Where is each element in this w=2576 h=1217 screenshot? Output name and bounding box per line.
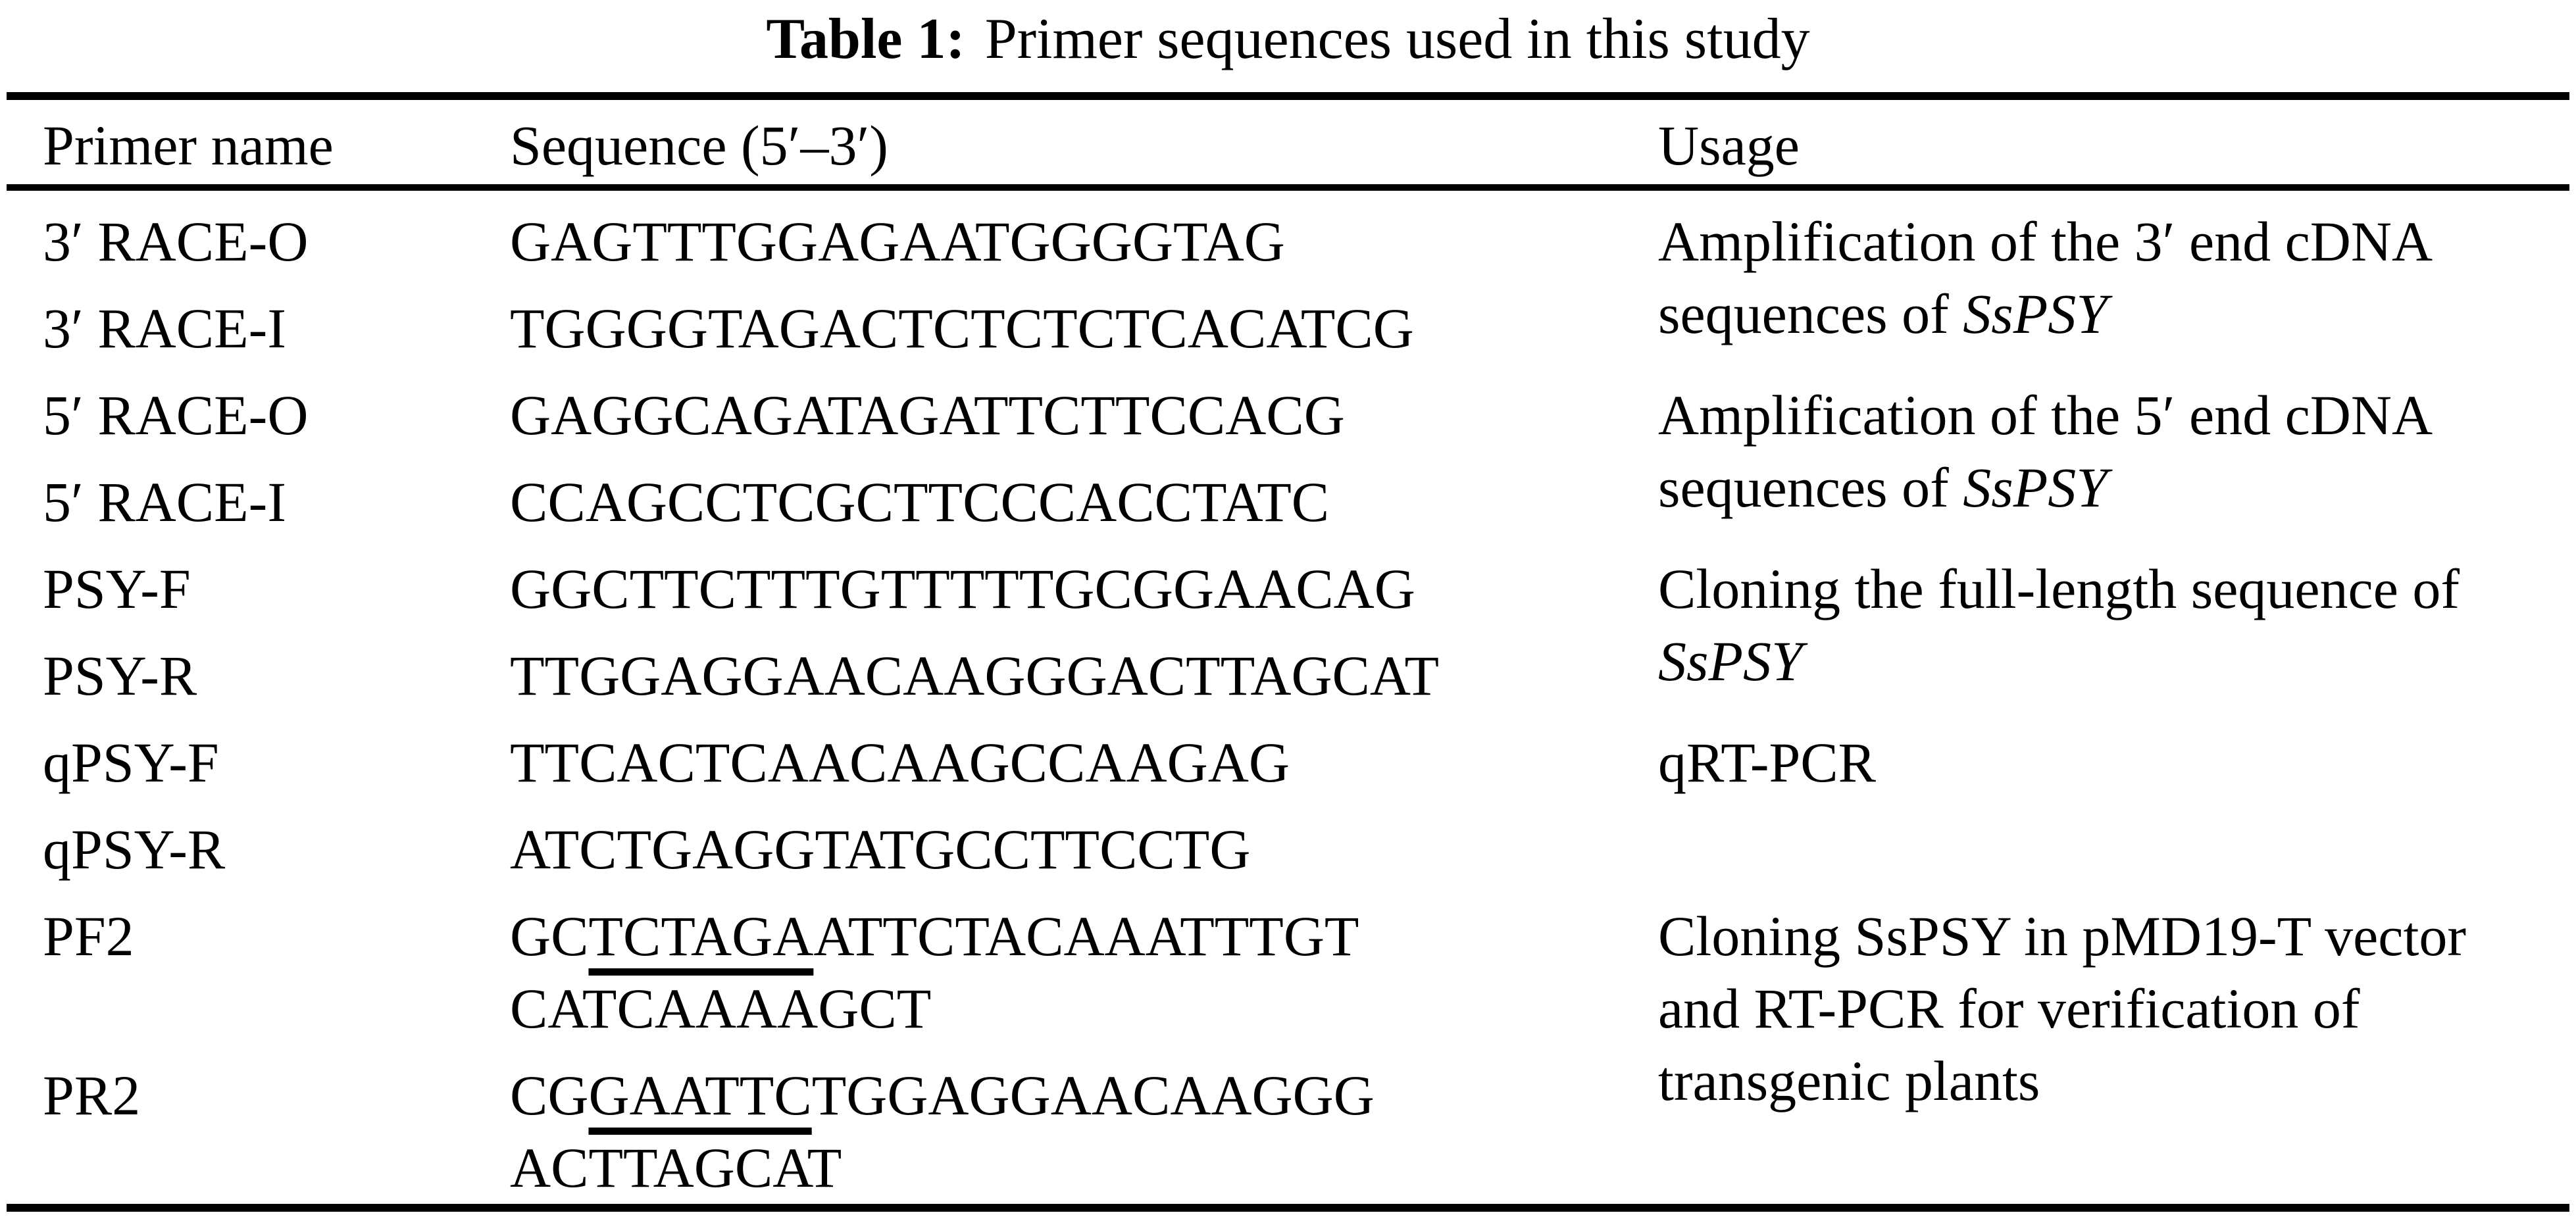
primer-name-cell: PF2 (43, 905, 134, 968)
column-header-primer-name: Primer name (7, 96, 510, 191)
sequence-line: ACTTAGCAT (510, 1136, 842, 1199)
column-header-usage: Usage (1658, 96, 2569, 191)
table-row: 5′ RACE-I CCAGCCTCGCTTCCCACCTATC (7, 451, 2569, 538)
sequence-cell: GCTCTAGAATTCTACAAATTTGT CATCAAAAGCT (510, 885, 1658, 1045)
table-row: 3′ RACE-I TGGGGTAGACTCTCTCTCACATCG (7, 278, 2569, 364)
usage-line: SsPSY (1658, 625, 2569, 697)
usage-line: Cloning the full-length sequence of (1658, 557, 2460, 620)
usage-cell: Cloning SsPSY in pMD19-T vector and RT-P… (1658, 885, 2569, 1208)
primer-name-cell: PR2 (43, 1064, 141, 1127)
primer-name-cell: 3′ RACE-I (43, 297, 286, 360)
usage-cell: Amplification of the 5′ end cDNA sequenc… (1658, 364, 2569, 538)
primer-name-cell: qPSY-R (43, 818, 226, 881)
gene-name-italic: SsPSY (1963, 282, 2108, 345)
table-row: 3′ RACE-O GAGTTTGGAGAATGGGGTAG Amplifica… (7, 187, 2569, 345)
sequence-cell: TGGGGTAGACTCTCTCTCACATCG (510, 297, 1414, 360)
primer-name-cell: 3′ RACE-O (43, 210, 309, 273)
table-row: qPSY-F TTCACTCAACAAGCCAAGAG qRT-PCR (7, 712, 2569, 799)
usage-line: sequences of SsPSY (1658, 456, 2108, 519)
sequence-line: CGGAATTCTGGAGGAACAAGGG (510, 1064, 1375, 1127)
sequence-cell: CCAGCCTCGCTTCCCACCTATC (510, 470, 1330, 534)
usage-cell: Amplification of the 3′ end cDNA sequenc… (1658, 187, 2569, 364)
gene-name-italic: SsPSY (1658, 630, 1803, 693)
primer-name-cell: PSY-R (43, 644, 197, 707)
primer-table: Primer name Sequence (5′–3′) Usage 3′ RA… (7, 92, 2569, 1212)
table-row: PR2 CGGAATTCTGGAGGAACAAGGG ACTTAGCAT (7, 1045, 2569, 1208)
primer-name-cell: 5′ RACE-I (43, 470, 286, 534)
table-caption-label: Table 1: (766, 7, 965, 71)
usage-cell: Cloning the full-length sequence of SsPS… (1658, 538, 2569, 712)
sequence-cell: TTGGAGGAACAAGGGACTTAGCAT (510, 644, 1440, 707)
sequence-cell: GGCTTCTTTGTTTTTGCGGAACAG (510, 557, 1415, 620)
table-row: PSY-R TTGGAGGAACAAGGGACTTAGCAT (7, 625, 2569, 712)
usage-line: and RT-PCR for verification of (1658, 977, 2360, 1040)
gene-name-italic: SsPSY (1963, 456, 2108, 519)
table-row: 5′ RACE-O GAGGCAGATAGATTCTTCCACG Amplifi… (7, 364, 2569, 519)
restriction-site-underlined: GAATTC (588, 1064, 812, 1127)
table-row: PSY-F GGCTTCTTTGTTTTTGCGGAACAG Cloning t… (7, 538, 2569, 693)
restriction-site-underlined: TCTAGA (588, 905, 814, 968)
usage-line: Cloning SsPSY in pMD19-T vector (1658, 905, 2466, 968)
usage-line: qRT-PCR (1658, 731, 1877, 794)
sequence-cell: TTCACTCAACAAGCCAAGAG (510, 731, 1290, 794)
usage-cell: qRT-PCR (1658, 712, 2569, 885)
sequence-cell: GAGTTTGGAGAATGGGGTAG (510, 210, 1285, 273)
sequence-line: GCTCTAGAATTCTACAAATTTGT (510, 905, 1359, 968)
primer-name-cell: 5′ RACE-O (43, 384, 309, 447)
table-row: qPSY-R ATCTGAGGTATGCCTTCCTG (7, 799, 2569, 885)
primer-name-cell: qPSY-F (43, 731, 219, 794)
sequence-cell: GAGGCAGATAGATTCTTCCACG (510, 384, 1345, 447)
usage-line: Amplification of the 3′ end cDNA (1658, 210, 2433, 273)
table-caption: Table 1: Primer sequences used in this st… (0, 7, 2576, 72)
sequence-cell: ATCTGAGGTATGCCTTCCTG (510, 818, 1251, 881)
usage-line: sequences of SsPSY (1658, 282, 2108, 345)
column-header-sequence: Sequence (5′–3′) (510, 96, 1658, 191)
sequence-cell: CGGAATTCTGGAGGAACAAGGG ACTTAGCAT (510, 1045, 1658, 1208)
usage-line: Amplification of the 5′ end cDNA (1658, 384, 2433, 447)
usage-line: transgenic plants (1658, 1049, 2040, 1112)
primer-name-cell: PSY-F (43, 557, 191, 620)
header-row: Primer name Sequence (5′–3′) Usage (7, 96, 2569, 191)
table-row: PF2 GCTCTAGAATTCTACAAATTTGT CATCAAAAGCT … (7, 885, 2569, 1112)
table-caption-text: Primer sequences used in this study (984, 7, 1810, 71)
sequence-line: CATCAAAAGCT (510, 977, 932, 1040)
